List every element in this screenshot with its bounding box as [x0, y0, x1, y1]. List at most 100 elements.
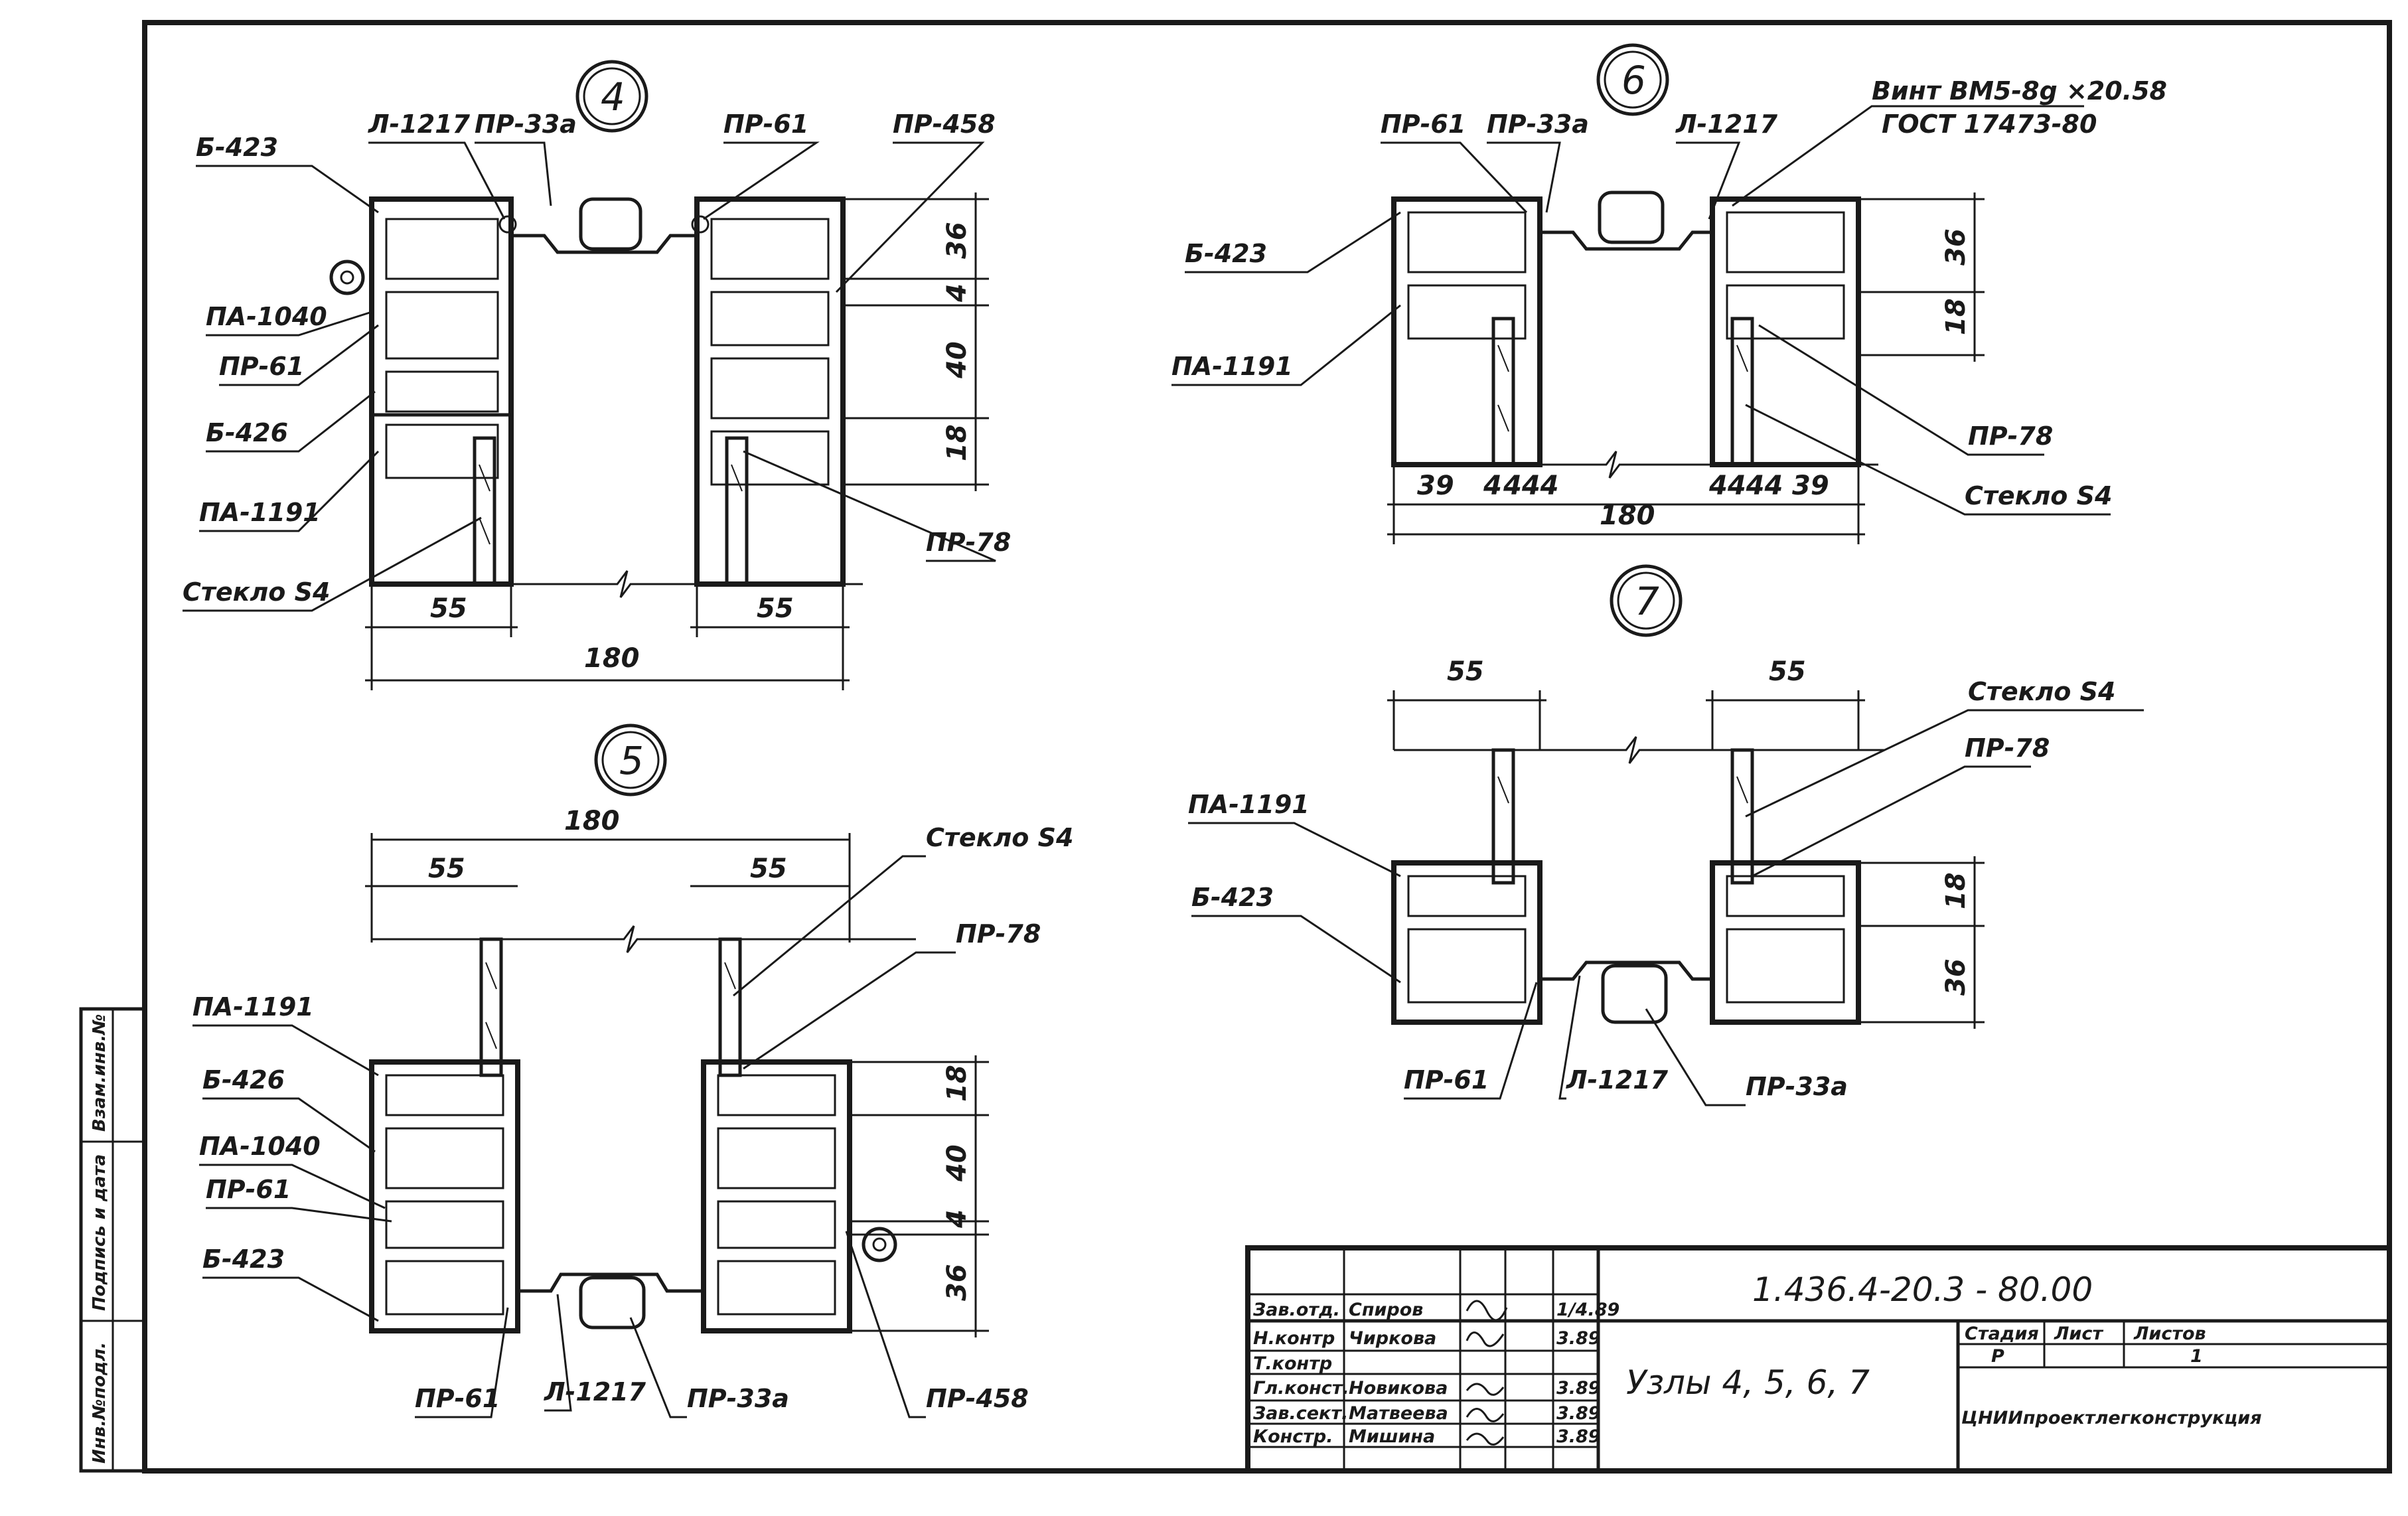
- node-7-label-pr78: ПР-78: [1965, 733, 2050, 763]
- node-5-number: 5: [619, 738, 644, 783]
- row-role: Зав.сект.: [1252, 1403, 1348, 1424]
- side-stamp-c3: Взам.инв.№: [90, 1014, 110, 1132]
- node-6-marker: [1596, 43, 1669, 116]
- node-4-dim-55a: 55: [430, 593, 467, 624]
- row-name: Чиркова: [1349, 1328, 1436, 1349]
- node-7-label-pr61: ПР-61: [1404, 1065, 1489, 1095]
- node-4-label-pa1040: ПА-1040: [206, 302, 327, 331]
- node-6: 6 36 18 39 4 444 180 4444 39 ПР-: [1171, 43, 2167, 544]
- node-7-marker: [1610, 564, 1683, 637]
- signature: [1466, 1408, 1505, 1422]
- node-7-label-pr33a: ПР-33а: [1746, 1072, 1848, 1101]
- node-6-label-l1217: Л-1217: [1675, 110, 1778, 139]
- node-4-dim-40: 40: [942, 341, 972, 379]
- organization: ЦНИИпроектлегконструкция: [1961, 1408, 2262, 1428]
- node-6-label-screw1: Винт ВМ5-8g ×20.58: [1872, 76, 2167, 106]
- node-4-dim-4: 4: [942, 283, 972, 303]
- signature: [1466, 1300, 1508, 1322]
- node-5-dim-55a: 55: [428, 854, 465, 884]
- node-4-dim-55b: 55: [757, 593, 794, 624]
- row-date: 3.89: [1556, 1426, 1601, 1447]
- node-7-label-pa1191: ПА-1191: [1188, 790, 1310, 819]
- node-5-label-pr78: ПР-78: [956, 919, 1041, 948]
- node-6-label-pa1191: ПА-1191: [1171, 352, 1293, 381]
- node-4-label-b426: Б-426: [206, 418, 288, 447]
- title-block: 1.436.4-20.3 - 80.00 Узлы 4, 5, 6, 7 Ста…: [1245, 1245, 2392, 1474]
- drawing-code: 1.436.4-20.3 - 80.00: [1752, 1270, 2093, 1309]
- node-6-label-pr33a: ПР-33а: [1487, 110, 1589, 139]
- node-5-label-pr61b: ПР-61: [415, 1384, 500, 1413]
- node-4-label-glass: Стекло S4: [183, 577, 330, 607]
- row-date: 3.89: [1556, 1328, 1601, 1349]
- node-6-dim-180: 180: [1600, 500, 1655, 531]
- node-5-dim-180: 180: [564, 806, 620, 836]
- node-5-label-b426: Б-426: [202, 1065, 285, 1095]
- sheets-value: 1: [2190, 1346, 2203, 1367]
- node-6-label-screw2: ГОСТ 17473-80: [1882, 110, 2097, 139]
- node-7-dim-36: 36: [1941, 958, 1971, 996]
- node-5-label-b423: Б-423: [202, 1245, 285, 1274]
- node-7-label-l1217: Л-1217: [1566, 1065, 1669, 1095]
- node-5-label-pa1040: ПА-1040: [199, 1132, 321, 1161]
- node-7-dim-55a: 55: [1447, 656, 1484, 687]
- row-role: Зав.отд.: [1252, 1300, 1340, 1320]
- node-6-label-pr61: ПР-61: [1381, 110, 1466, 139]
- node-5-label-pr61a: ПР-61: [206, 1175, 291, 1204]
- side-stamp: Взам.инв.№ Подпись и дата Инв.№подл.: [79, 1007, 147, 1473]
- node-7-label-b423: Б-423: [1191, 883, 1274, 912]
- row-role: Гл.конст.: [1253, 1378, 1349, 1399]
- node-4-label-pr33a: ПР-33а: [475, 110, 577, 139]
- node-4-dim-180: 180: [584, 643, 640, 674]
- node-4-dim-18: 18: [942, 424, 972, 461]
- node-6-dim-18: 18: [1941, 298, 1971, 335]
- row-role: Т.контр: [1253, 1353, 1332, 1374]
- node-7-number: 7: [1635, 579, 1659, 624]
- node-7-label-glass: Стекло S4: [1968, 677, 2115, 706]
- node-6-dim-4444: 4444: [1708, 471, 1783, 501]
- node-5-marker: [594, 723, 667, 796]
- node-4-label-pr78: ПР-78: [926, 528, 1011, 557]
- node-5-dim-18: 18: [942, 1065, 972, 1102]
- node-6-dim-39b: 39: [1792, 471, 1829, 501]
- stage-value: Р: [1991, 1346, 2004, 1367]
- node-5-label-pr458: ПР-458: [926, 1384, 1029, 1413]
- row-date: 3.89: [1556, 1403, 1601, 1424]
- node-6-label-pr78: ПР-78: [1968, 421, 2053, 451]
- node-5-dim-4: 4: [942, 1209, 972, 1229]
- node-4-label-pr61b: ПР-61: [219, 352, 304, 381]
- node-7-dim-55b: 55: [1769, 656, 1806, 687]
- signature: [1466, 1432, 1505, 1446]
- sheets-header: Листов: [2133, 1324, 2206, 1344]
- row-name: Новикова: [1349, 1378, 1448, 1399]
- node-5: 5 180 55 55: [192, 723, 1073, 1418]
- signature: [1466, 1383, 1505, 1396]
- node-6-label-glass: Стекло S4: [1965, 481, 2112, 510]
- signature: [1466, 1331, 1505, 1347]
- node-4-label-pa1191: ПА-1191: [199, 498, 321, 527]
- node-5-dim-36: 36: [942, 1264, 972, 1301]
- node-4-label-pr458: ПР-458: [893, 110, 996, 139]
- drawing-title: Узлы 4, 5, 6, 7: [1626, 1363, 1870, 1402]
- row-role: Констр.: [1253, 1426, 1333, 1447]
- stage-header: Стадия: [1965, 1324, 2039, 1344]
- node-4-marker: [575, 60, 648, 133]
- node-6-number: 6: [1621, 58, 1646, 103]
- node-4-label-l1217: Л-1217: [368, 110, 471, 139]
- row-role: Н.контр: [1253, 1328, 1335, 1349]
- node-5-label-l1217: Л-1217: [544, 1377, 646, 1406]
- node-7: 7 55 55 18 36 Стекло S4 ПР-78: [1188, 564, 2144, 1106]
- row-date: 3.89: [1556, 1378, 1601, 1399]
- node-5-label-glass: Стекло S4: [926, 823, 1073, 852]
- node-4-dim-36: 36: [942, 222, 972, 259]
- row-name: Спиров: [1349, 1300, 1423, 1320]
- node-4-label-pr61a: ПР-61: [723, 110, 808, 139]
- node-6-dim-444a: 444: [1503, 471, 1559, 501]
- node-6-dim-39a: 39: [1417, 471, 1454, 501]
- node-5-dim-55b: 55: [750, 854, 787, 884]
- node-6-dim-36: 36: [1941, 228, 1971, 265]
- node-4-number: 4: [601, 74, 625, 119]
- side-stamp-c2: Подпись и дата: [90, 1154, 110, 1311]
- sheet-header: Лист: [2054, 1324, 2103, 1344]
- node-6-dim-4a: 4: [1483, 471, 1502, 501]
